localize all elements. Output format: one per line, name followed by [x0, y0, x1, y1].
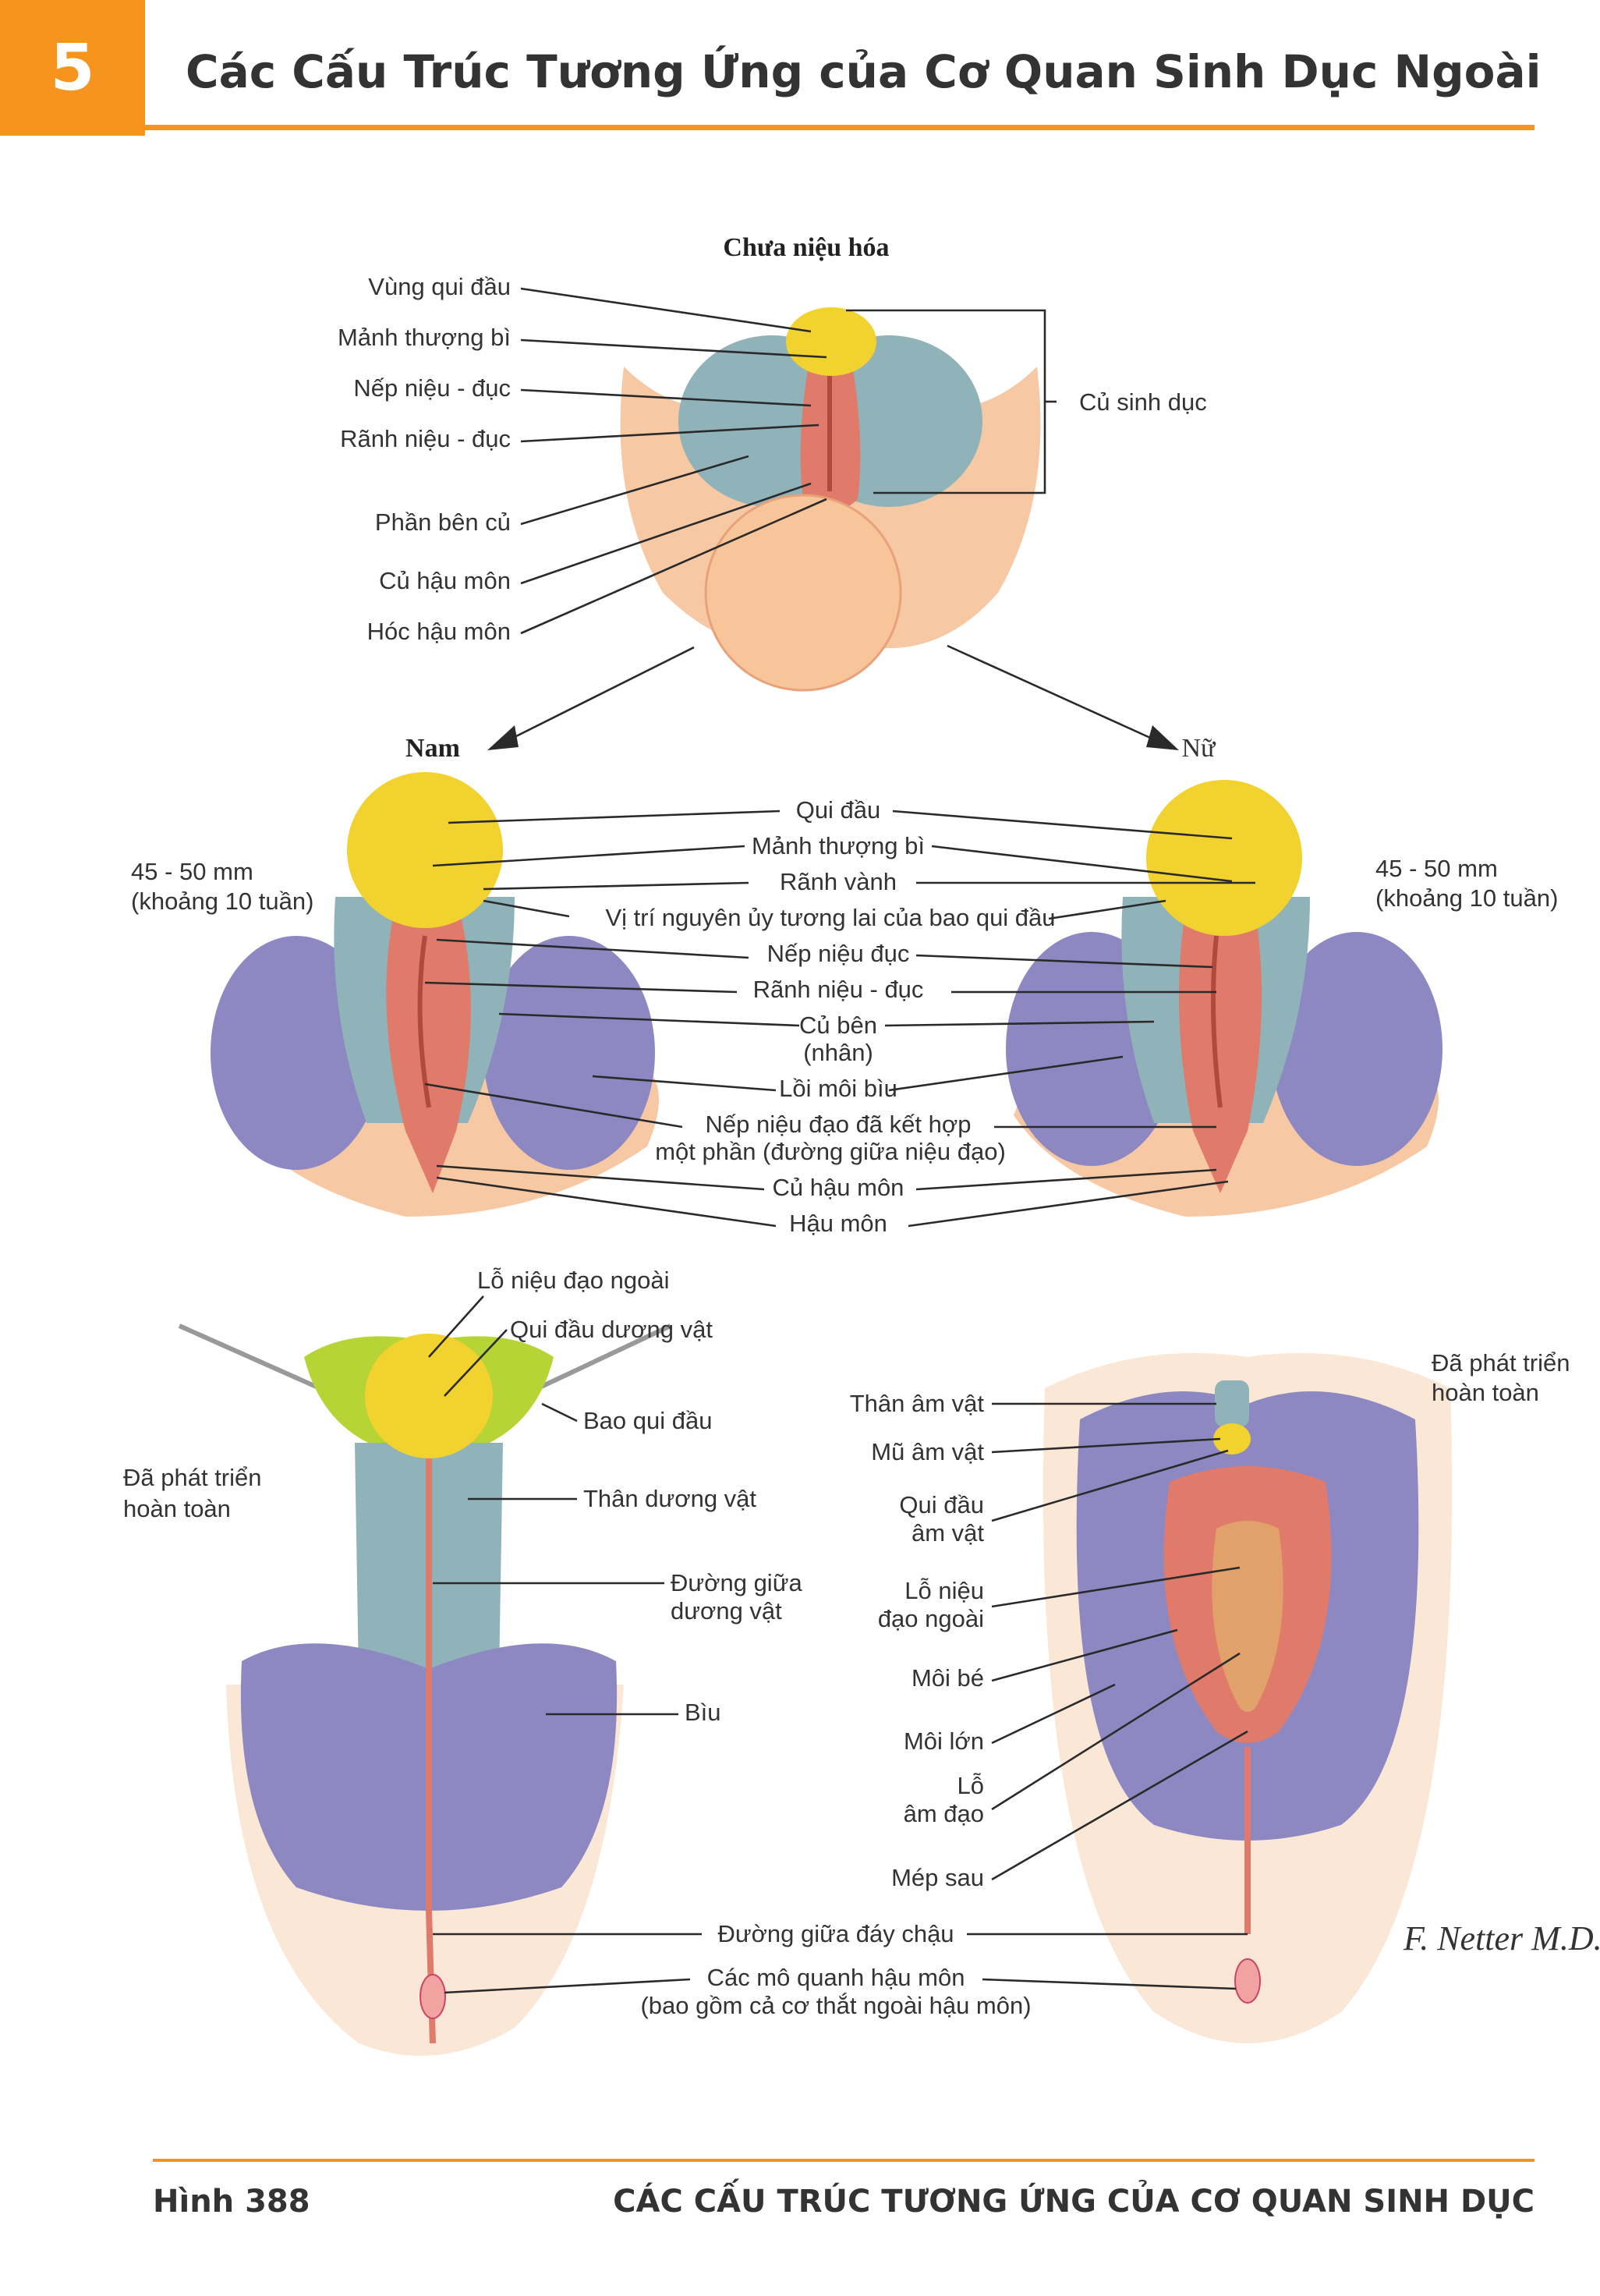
female-bottom-labels: Thân âm vật Mũ âm vật Qui đầu âm vật Lỗ … [850, 1390, 1248, 1891]
top-label: Nếp niệu - đục [353, 374, 511, 402]
middle-labels: Qui đầu Mảnh thượng bì Rãnh vành Vị trí … [424, 796, 1255, 1237]
female-bottom-label: Mũ âm vật [871, 1438, 984, 1465]
glans-female-10wk [1146, 780, 1302, 936]
figure-caption: CÁC CẤU TRÚC TƯƠNG ỨNG CỦA CƠ QUAN SINH … [613, 2184, 1535, 2220]
anus-female [1234, 1958, 1261, 2004]
male-developed-figure [178, 1323, 672, 2056]
female-developed-line: hoàn toàn [1432, 1379, 1539, 1406]
male-bottom-label: Lỗ niệu đạo ngoài [477, 1267, 670, 1294]
female-bottom-label: Thân âm vật [850, 1390, 985, 1417]
top-label: Rãnh niệu - đục [340, 425, 511, 452]
top-label: Củ hậu môn [379, 567, 511, 594]
male-bottom-label: Thân dương vật [583, 1485, 756, 1512]
labioscrotal-swelling-right [483, 936, 655, 1170]
female-bottom-label: âm đạo [904, 1800, 984, 1827]
female-10wk-figure [1006, 780, 1442, 1217]
anus-male [419, 1974, 446, 2019]
middle-label: Hậu môn [789, 1210, 887, 1237]
female-bottom-label: Mép sau [891, 1864, 984, 1891]
male-bottom-labels: Lỗ niệu đạo ngoài Qui đầu dương vật Bao … [428, 1267, 802, 1726]
middle-label: Rãnh vành [780, 868, 897, 895]
middle-label: một phần (đường giữa niệu đạo) [655, 1138, 1006, 1165]
figure-number: Hình 388 [153, 2184, 310, 2220]
middle-label: Vị trí nguyên ủy tương lai của bao qui đ… [605, 904, 1055, 931]
age-left-line: (khoảng 10 tuần) [131, 888, 313, 915]
page-title: Các Cấu Trúc Tương Ứng của Cơ Quan Sinh … [186, 45, 1542, 98]
footer-divider [153, 2159, 1535, 2162]
middle-label: Qui đầu [796, 796, 881, 824]
middle-label: Củ bên [799, 1012, 877, 1039]
top-label: Vùng qui đầu [368, 273, 511, 300]
middle-label: Củ hậu môn [773, 1174, 904, 1201]
male-bottom-label: Bao qui đầu [583, 1407, 712, 1434]
clitoral-body [1215, 1380, 1249, 1427]
indifferent-stage-figure [620, 307, 1041, 692]
top-label: Mảnh thượng bì [338, 324, 511, 351]
top-label: Hóc hậu môn [367, 618, 511, 645]
glans-male [347, 772, 503, 928]
header-divider [145, 125, 1535, 130]
age-right-line: (khoảng 10 tuần) [1375, 884, 1558, 912]
top-title: Chưa niệu hóa [723, 233, 889, 262]
female-bottom-label: Lỗ niệu [904, 1577, 984, 1604]
top-labels: Vùng qui đầu Mảnh thượng bì Nếp niệu - đ… [338, 273, 1207, 750]
middle-label: Mảnh thượng bì [752, 832, 925, 859]
age-right-line: 45 - 50 mm [1375, 855, 1498, 882]
artist-signature: F. Netter M.D. [1403, 1919, 1600, 1958]
glans-clitoris [1213, 1423, 1251, 1454]
female-developed-line: Đã phát triển [1432, 1349, 1570, 1377]
male-bottom-label: Bìu [685, 1699, 721, 1726]
male-bottom-label: Đường giữa [671, 1569, 802, 1596]
top-label: Phần bên củ [375, 508, 511, 536]
female-bottom-label: Môi lớn [904, 1727, 984, 1755]
female-bottom-label: Qui đầu [899, 1491, 984, 1518]
female-developed-figure [1042, 1353, 1453, 2043]
age-left-line: 45 - 50 mm [131, 858, 253, 885]
shared-label: Các mô quanh hậu môn [707, 1964, 965, 1991]
male-bottom-label: dương vật [671, 1597, 782, 1625]
glans-penis [365, 1334, 493, 1458]
middle-label: (nhân) [803, 1039, 873, 1066]
male-bottom-label: Qui đầu dương vật [510, 1316, 713, 1343]
genital-tubercle-label: Củ sinh dục [1079, 388, 1207, 416]
glans-area [786, 307, 876, 376]
female-bottom-label: đạo ngoài [878, 1605, 984, 1632]
shared-label: Đường giữa đáy chậu [717, 1920, 954, 1947]
shared-bottom-labels: Đường giữa đáy chậu Các mô quanh hậu môn… [433, 1920, 1248, 2019]
urethral-fold-female [1179, 912, 1262, 1193]
female-bottom-label: Lỗ [958, 1772, 984, 1799]
cloacal-membrane-disk [704, 494, 902, 692]
male-developed-line: hoàn toàn [123, 1495, 231, 1522]
chapter-number-badge: 5 [0, 0, 145, 136]
female-bottom-label: Môi bé [912, 1664, 984, 1692]
labioscrotal-swelling-right-f [1271, 932, 1442, 1166]
female-bottom-label: âm vật [912, 1519, 984, 1547]
middle-label: Lồi môi bìu [779, 1075, 897, 1102]
middle-label: Nếp niệu đục [767, 940, 910, 967]
male-developed-line: Đã phát triển [123, 1464, 262, 1491]
female-title: Nữ [1182, 734, 1217, 763]
middle-label: Nếp niệu đạo đã kết hợp [706, 1111, 972, 1138]
male-title: Nam [405, 734, 460, 763]
middle-label: Rãnh niệu - đục [753, 976, 924, 1003]
shared-label: (bao gồm cả cơ thắt ngoài hậu môn) [640, 1992, 1031, 2019]
male-10wk-figure [211, 772, 659, 1217]
